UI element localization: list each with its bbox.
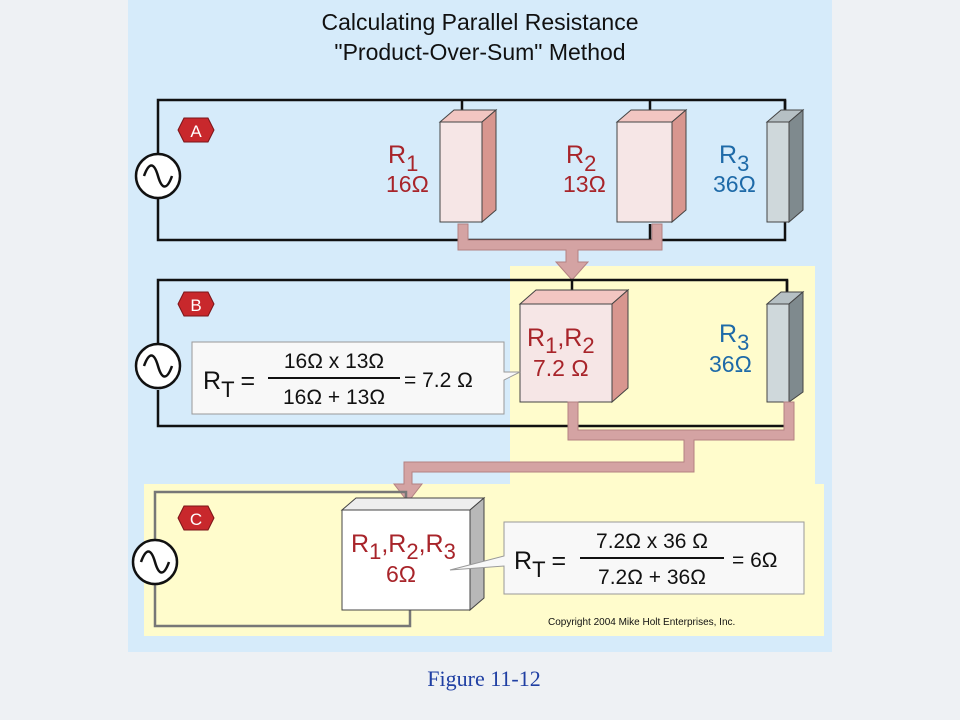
svg-text:C: C [190, 510, 202, 529]
panel-b: B R1,R2 7.2 Ω R3 36Ω RT= 16Ω x 13Ω 16Ω +… [134, 278, 805, 428]
r2-value: 13Ω [563, 171, 606, 197]
resistor-r2 [615, 108, 688, 224]
combine-arrow-bc [392, 401, 795, 503]
formula-numerator: 16Ω x 13Ω [284, 350, 384, 373]
resistor-r1 [438, 108, 498, 224]
r1-value: 16Ω [386, 171, 429, 197]
r3-label: R3 [719, 320, 749, 355]
ac-source-icon [134, 342, 182, 390]
combine-arrow-ab [457, 223, 663, 281]
formula-result: = 6Ω [732, 549, 777, 572]
r3-value: 36Ω [709, 351, 752, 377]
resistor-r1-r2-combined [518, 288, 630, 404]
svg-text:B: B [190, 296, 201, 315]
formula-callout-b: RT= 16Ω x 13Ω 16Ω + 13Ω = 7.2 Ω [191, 341, 521, 415]
formula-lhs: RT= [203, 367, 255, 402]
resistor-r3 [765, 290, 805, 403]
resistor-r1-r2-r3-combined [340, 496, 486, 612]
r1-r2-r3-value: 6Ω [386, 561, 416, 587]
r1-r2-r3-label: R1,R2,R3 [351, 530, 456, 564]
resistor-r3 [765, 108, 805, 224]
r1-r2-label: R1,R2 [527, 324, 595, 358]
ac-source-icon [134, 152, 182, 200]
svg-text:A: A [190, 122, 202, 141]
title-line-2: "Product-Over-Sum" Method [334, 39, 625, 65]
panel-a: A R1 16Ω R2 13Ω R3 36Ω [134, 98, 805, 242]
badge-a: A [177, 117, 215, 143]
formula-denominator: 7.2Ω + 36Ω [598, 566, 706, 589]
ac-source-icon [131, 538, 179, 586]
copyright-note: Copyright 2004 Mike Holt Enterprises, In… [548, 617, 735, 628]
badge-c: C [177, 505, 215, 531]
formula-result: = 7.2 Ω [404, 369, 473, 392]
formula-callout-c: RT= 7.2Ω x 36 Ω 7.2Ω + 36Ω = 6Ω [449, 521, 805, 595]
r2-label: R2 [566, 141, 596, 176]
badge-b: B [177, 291, 215, 317]
r3-label: R3 [719, 141, 749, 176]
r1-label: R1 [388, 141, 418, 176]
title-line-1: Calculating Parallel Resistance [321, 9, 638, 35]
figure-caption: Figure 11-12 [427, 666, 540, 691]
formula-lhs: RT= [514, 547, 566, 582]
r3-value: 36Ω [713, 171, 756, 197]
r1-r2-value: 7.2 Ω [533, 355, 589, 381]
formula-numerator: 7.2Ω x 36 Ω [596, 530, 708, 553]
formula-denominator: 16Ω + 13Ω [283, 386, 385, 409]
panel-c: C R1,R2,R3 6Ω RT= 7.2Ω x 36 Ω 7.2Ω + 36Ω… [131, 490, 805, 628]
